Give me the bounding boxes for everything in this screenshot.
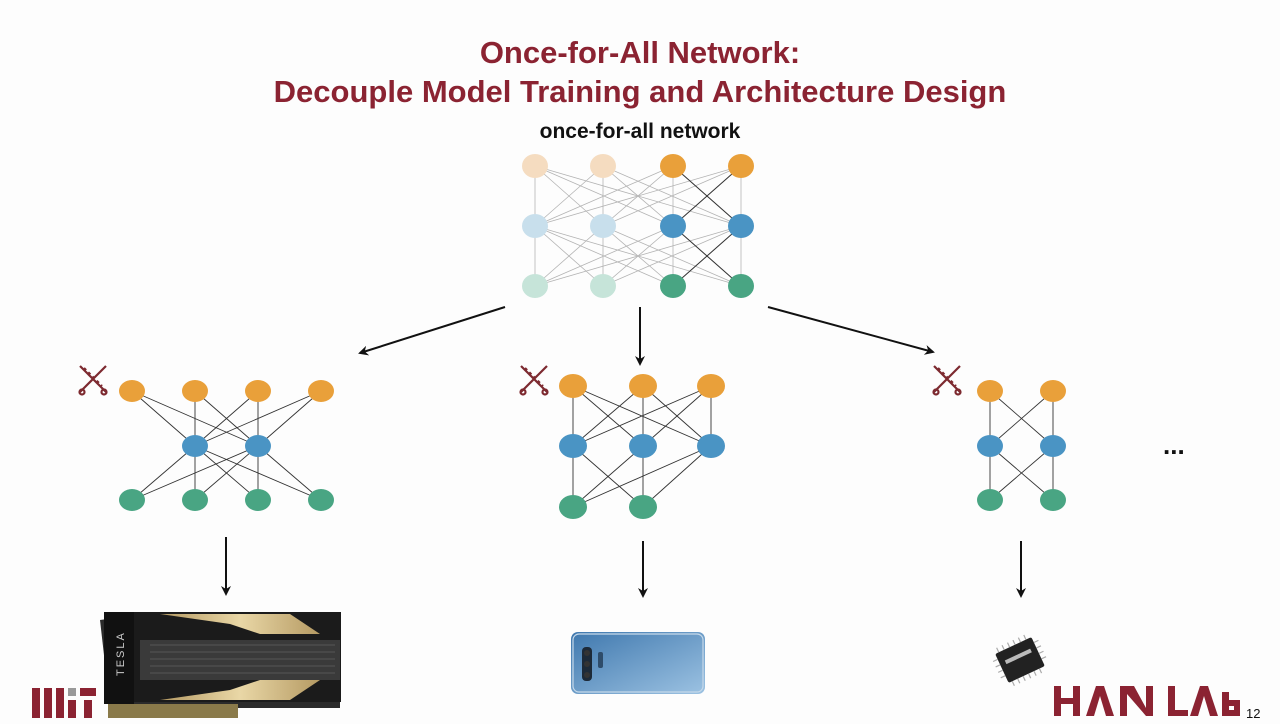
- subnet-right: [977, 380, 1066, 511]
- node-orange: [660, 154, 686, 178]
- node-orange-faded: [590, 154, 616, 178]
- node-green-faded: [522, 274, 548, 298]
- node-blue-faded: [522, 214, 548, 238]
- han-lab-logo: [1054, 686, 1240, 716]
- scissors-cross-icon: [519, 365, 549, 396]
- ofa-nodes: [522, 154, 754, 298]
- node-green-faded: [590, 274, 616, 298]
- node-blue: [660, 214, 686, 238]
- device-arrows: [221, 537, 1026, 598]
- node-blue: [728, 214, 754, 238]
- ofa-full-network: [522, 154, 754, 298]
- gpu-tesla-label: TESLA: [115, 631, 127, 676]
- ofa-active-edges: [672, 165, 742, 287]
- more-ellipsis: ...: [1163, 430, 1185, 460]
- node-orange-faded: [522, 154, 548, 178]
- page-number: 12: [1246, 706, 1261, 721]
- ofa-network-label: once-for-all network: [539, 120, 741, 143]
- node-orange: [728, 154, 754, 178]
- ofa-edges: [534, 165, 742, 287]
- slide-title-line1: Once-for-All Network:: [479, 35, 801, 70]
- scissors-cross-icon: [932, 365, 962, 396]
- mit-logo: [32, 688, 96, 718]
- node-blue-faded: [590, 214, 616, 238]
- microcontroller-image: [992, 634, 1047, 687]
- subnet-center: [559, 374, 725, 519]
- branch-arrows: [358, 306, 935, 366]
- arrow-left: [358, 306, 506, 356]
- slide-title-line2: Decouple Model Training and Architecture…: [273, 74, 1007, 109]
- smartphone-image: [571, 632, 705, 694]
- node-green: [660, 274, 686, 298]
- arrow-right: [767, 306, 935, 355]
- node-green: [728, 274, 754, 298]
- scissors-cross-icon: [78, 365, 108, 396]
- subnet-left: [119, 380, 334, 511]
- gpu-card-image: TESLA: [100, 612, 341, 718]
